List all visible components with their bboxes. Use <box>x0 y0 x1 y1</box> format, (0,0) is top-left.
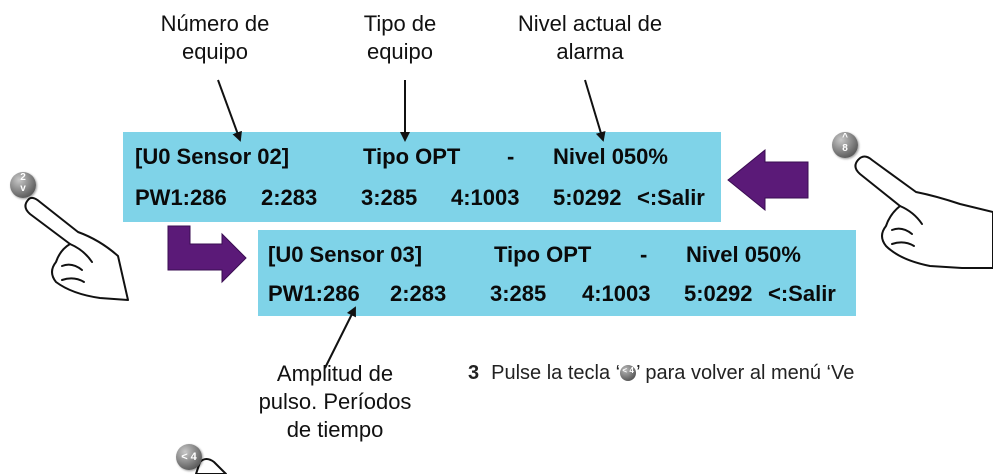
next-arrow <box>167 225 247 284</box>
lcd-display-sensor-02: [U0 Sensor 02] Tipo OPT - Nivel 050% PW1… <box>123 132 721 222</box>
pointer-device-number <box>217 79 242 142</box>
step-number: 3 <box>468 362 480 384</box>
step-text-after: ’ para volver al menú ‘Ve <box>636 362 855 384</box>
back-key-4[interactable]: < 4 <box>176 444 202 470</box>
up-key-label-top: ^ <box>842 132 848 143</box>
device-type-text: Tipo OPT <box>494 242 592 267</box>
pulse-width-5: 5:0292 <box>553 185 622 210</box>
device-type-text: Tipo OPT <box>363 144 461 169</box>
caption-device-type: Tipo de equipo <box>363 11 437 64</box>
pulse-width-1: PW1:286 <box>135 185 227 210</box>
up-key-label-bottom: 8 <box>842 143 848 154</box>
separator-dash: - <box>507 144 515 169</box>
pulse-width-2: 2:283 <box>390 281 447 306</box>
alarm-level-text: Nivel 050% <box>686 242 801 267</box>
down-key-2[interactable]: 2 v <box>10 172 36 198</box>
pulse-width-2: 2:283 <box>261 185 318 210</box>
pulse-width-3: 3:285 <box>361 185 418 210</box>
pulse-width-4: 4:1003 <box>582 281 651 306</box>
back-key-inline-icon: < 4 <box>620 365 637 381</box>
pointer-alarm-level <box>584 79 606 142</box>
caption-device-number: Número de equipo <box>160 11 270 64</box>
back-key-label: < 4 <box>181 451 197 463</box>
hand-right-icon <box>854 155 993 269</box>
up-key-8[interactable]: ^ 8 <box>832 132 858 158</box>
caption-alarm-level: Nivel actual de alarma <box>517 11 663 64</box>
separator-dash: - <box>640 242 648 267</box>
device-id-text: [U0 Sensor 03] <box>268 242 423 267</box>
pulse-width-1: PW1:286 <box>268 281 360 306</box>
exit-hint: <:Salir <box>637 185 705 210</box>
hand-left-icon <box>24 196 129 301</box>
pulse-width-3: 3:285 <box>490 281 547 306</box>
pulse-width-4: 4:1003 <box>451 185 520 210</box>
caption-pulse-width: Amplitud de pulso. Períodos de tiempo <box>258 361 412 442</box>
down-key-label-bottom: v <box>20 183 26 194</box>
previous-arrow <box>727 148 809 212</box>
step-instruction: 3 Pulse la tecla ‘< 4’ para volver al men… <box>468 362 854 385</box>
lcd-display-sensor-03: [U0 Sensor 03] Tipo OPT - Nivel 050% PW1… <box>258 230 856 316</box>
pointer-pulse-width <box>324 306 356 369</box>
exit-hint: <:Salir <box>768 281 836 306</box>
step-text-before: Pulse la tecla ‘ <box>491 362 621 384</box>
pulse-width-5: 5:0292 <box>684 281 753 306</box>
device-id-text: [U0 Sensor 02] <box>135 144 290 169</box>
down-key-label-top: 2 <box>20 172 26 183</box>
alarm-level-text: Nivel 050% <box>553 144 668 169</box>
